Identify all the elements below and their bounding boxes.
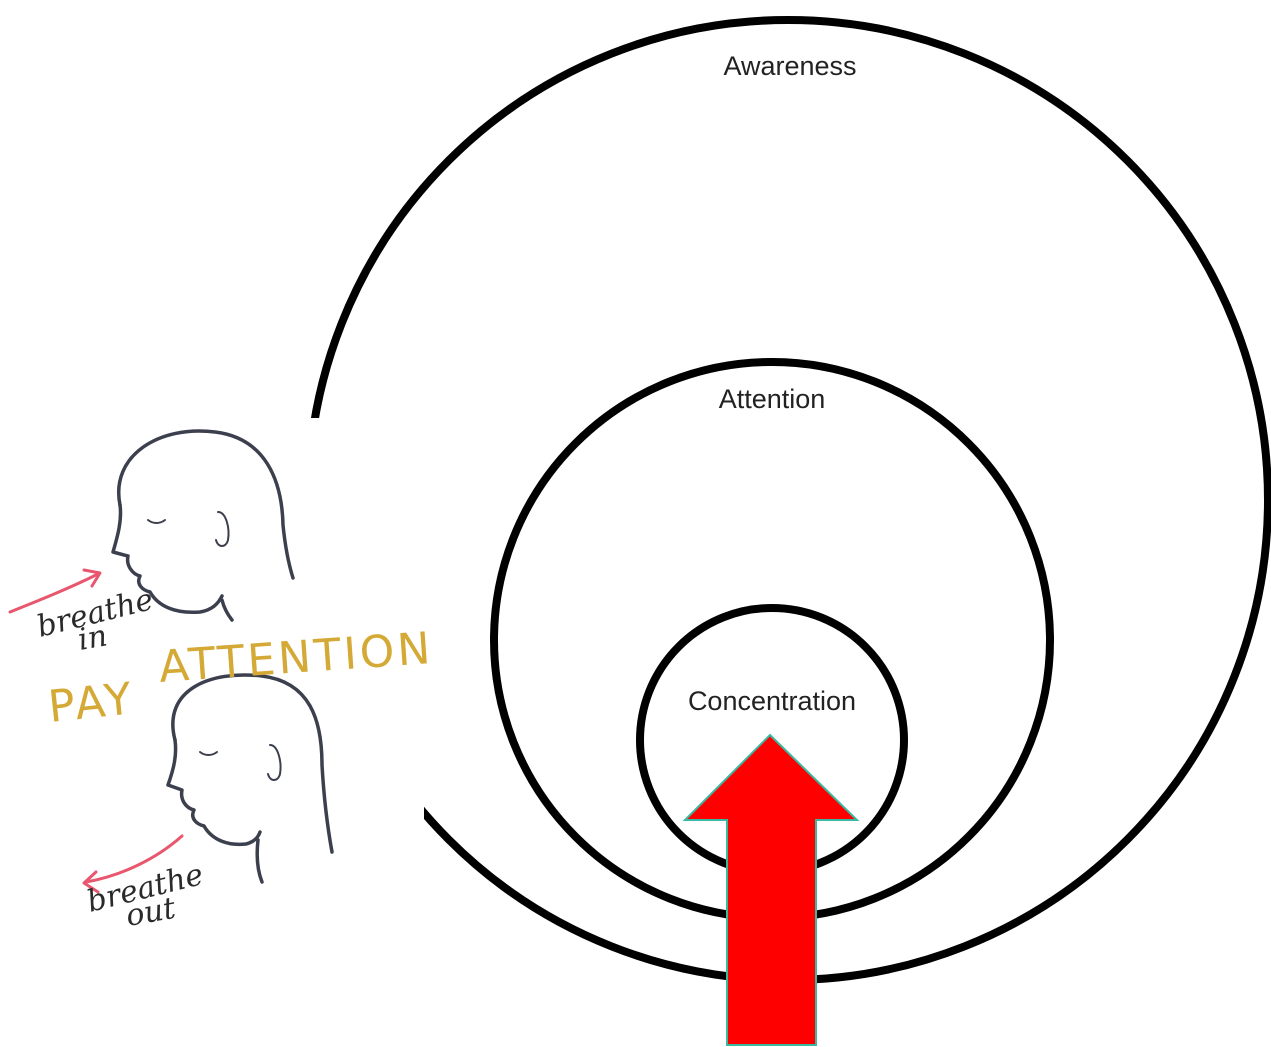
concentration-label: Concentration	[688, 686, 856, 716]
pay-attention-illustration: breathe in breathe out PAY ATTENTION	[0, 418, 435, 1047]
illustration-background	[0, 418, 424, 1047]
top-head-icon	[111, 429, 295, 622]
breathe-in-word-2: in	[75, 618, 110, 657]
bottom-head-icon	[166, 673, 334, 884]
pay-banner-word: PAY	[46, 673, 137, 733]
upward-red-arrow	[682, 733, 860, 1046]
breathe-out-arrow	[84, 834, 184, 884]
breathe-in-arrowhead	[82, 568, 102, 588]
breathe-out-word-2: out	[123, 891, 179, 934]
attention-label: Attention	[719, 384, 826, 414]
awareness-label: Awareness	[723, 51, 856, 81]
breathe-out-arrowhead	[82, 870, 100, 894]
breathe-in-arrow	[8, 572, 100, 614]
